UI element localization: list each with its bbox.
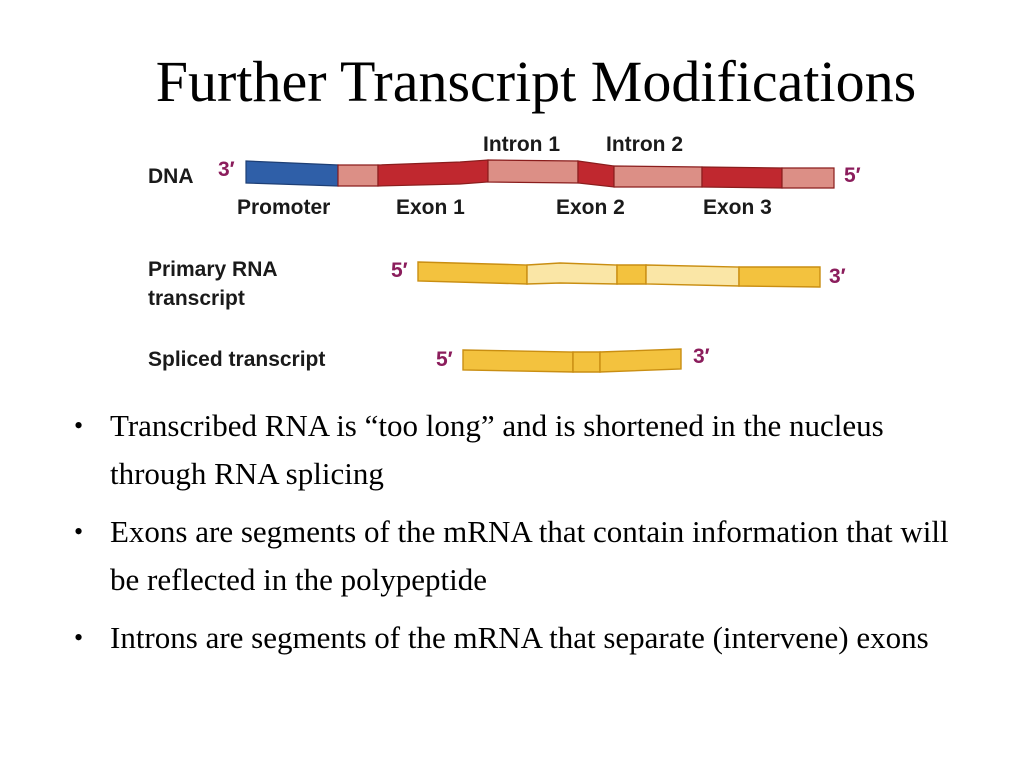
- primary-exon2-segment: [616, 264, 647, 285]
- bullet-text: Transcribed RNA is “too long” and is sho…: [110, 408, 884, 491]
- dna-exon2-segment: [577, 160, 615, 188]
- bullet-marker: •: [74, 623, 84, 652]
- dna-promoter-flank-segment: [337, 164, 379, 187]
- dna-intron1-segment: [487, 159, 579, 184]
- spliced-exon3-segment: [599, 348, 682, 373]
- intron1-label: Intron 1: [483, 133, 560, 156]
- dna-5prime-label: 5′: [844, 164, 861, 187]
- exon2-label: Exon 2: [556, 196, 625, 219]
- dna-exon3-segment: [701, 166, 783, 189]
- dna-label: DNA: [148, 165, 194, 188]
- intron2-label: Intron 2: [606, 133, 683, 156]
- primary-intron2-segment: [645, 264, 740, 287]
- spliced-transcript-strand: [462, 348, 682, 373]
- exon3-label: Exon 3: [703, 196, 772, 219]
- primary-intron1-segment: [526, 262, 618, 285]
- dna-intron2-segment: [613, 165, 703, 188]
- spliced-exon1-segment: [462, 349, 574, 373]
- spliced-transcript-label: Spliced transcript: [148, 348, 325, 371]
- dna-exon1-segment: [377, 159, 489, 187]
- primary-transcript-label-line1: Primary RNA: [148, 258, 278, 281]
- dna-strand: [245, 159, 835, 189]
- primary-3prime-label: 3′: [829, 265, 846, 288]
- primary-exon3-segment: [738, 266, 821, 288]
- bullet-text: Exons are segments of the mRNA that cont…: [110, 514, 949, 597]
- primary-5prime-label: 5′: [391, 259, 408, 282]
- slide-title: Further Transcript Modifications: [155, 49, 917, 114]
- dna-end-flank-segment: [781, 167, 835, 189]
- exon1-label: Exon 1: [396, 196, 465, 219]
- bullet-item: • Exons are segments of the mRNA that con…: [70, 508, 970, 604]
- dna-3prime-label: 3′: [218, 158, 235, 181]
- promoter-label: Promoter: [237, 196, 330, 219]
- bullet-list: • Transcribed RNA is “too long” and is sh…: [70, 402, 970, 672]
- bullet-item: • Transcribed RNA is “too long” and is sh…: [70, 402, 970, 498]
- bullet-marker: •: [74, 411, 84, 440]
- bullet-text: Introns are segments of the mRNA that se…: [110, 620, 929, 655]
- primary-transcript-strand: [417, 261, 821, 288]
- bullet-item: • Introns are segments of the mRNA that s…: [70, 614, 970, 662]
- primary-transcript-label-line2: transcript: [148, 287, 245, 310]
- primary-exon1-segment: [417, 261, 528, 285]
- spliced-exon2-segment: [572, 351, 601, 373]
- transcript-diagram: DNA 3′ 5′ Intron 1 Intron 2 Promoter Exo…: [148, 133, 861, 373]
- spliced-3prime-label: 3′: [693, 345, 710, 368]
- bullet-marker: •: [74, 517, 84, 546]
- dna-promoter-segment: [245, 160, 339, 187]
- spliced-5prime-label: 5′: [436, 348, 453, 371]
